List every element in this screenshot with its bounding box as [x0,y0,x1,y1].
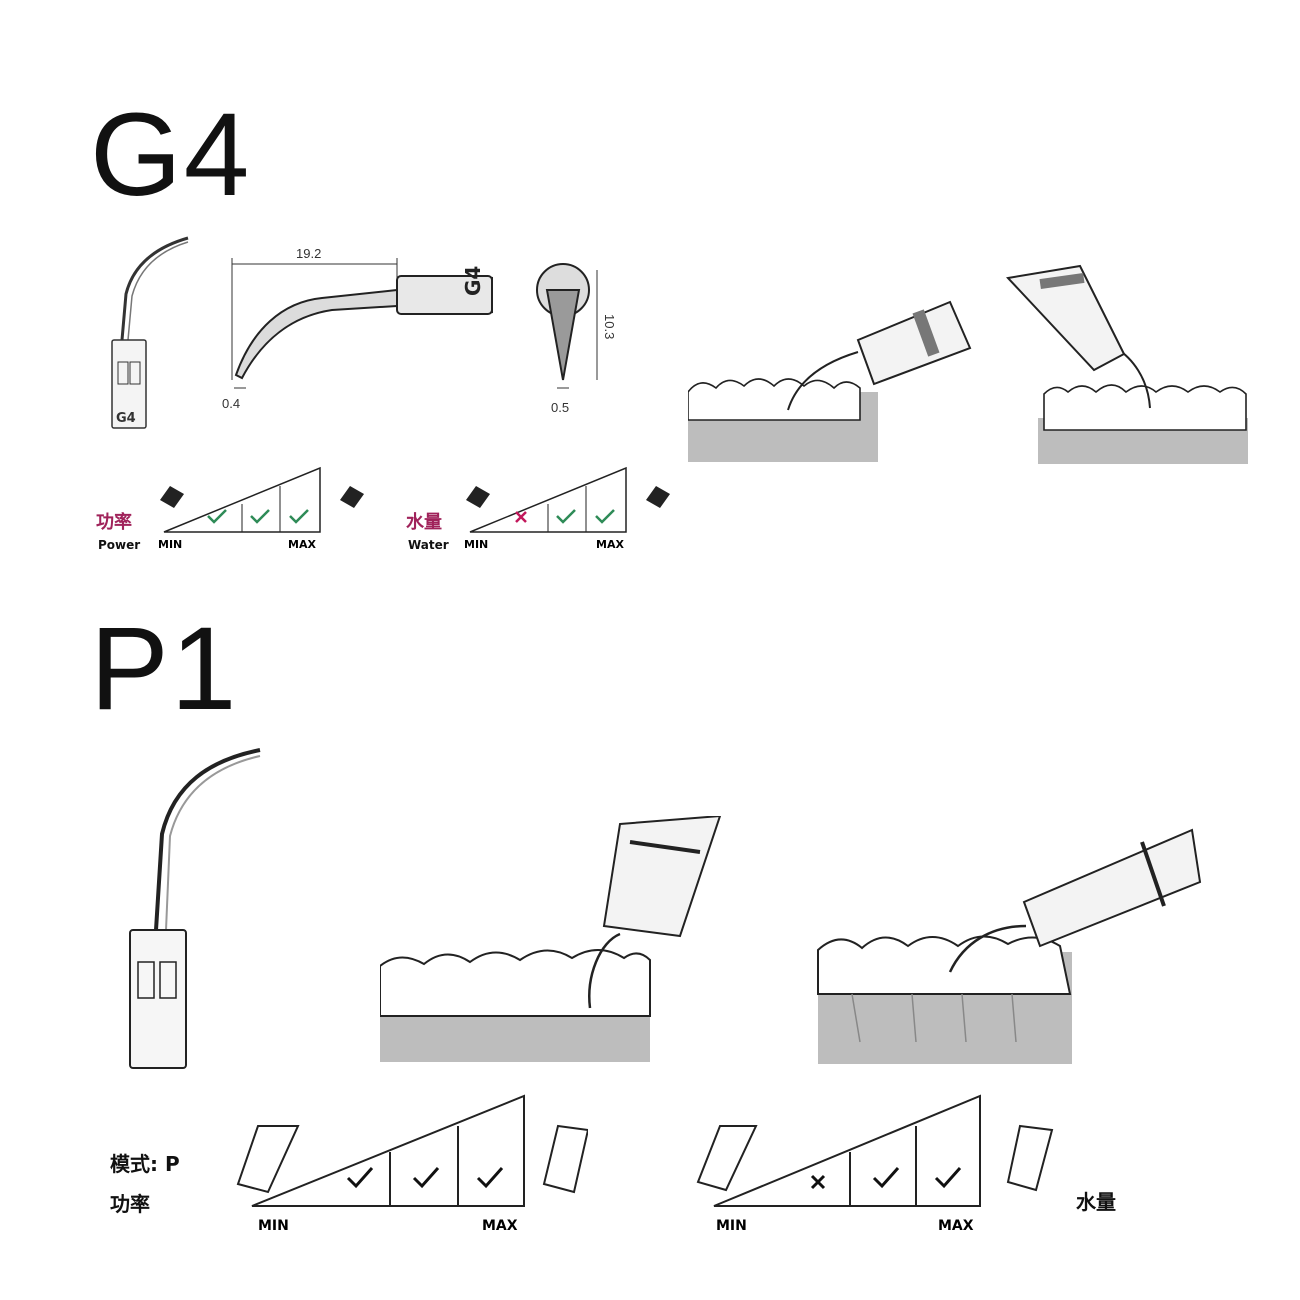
g4-dimension-drawing: 19.2 G4 0.4 [222,246,493,411]
g4-length-label: 19.2 [296,246,321,261]
p1-water-check-2 [872,1167,900,1189]
p1-power-check-1 [346,1167,374,1189]
p1-mode-label: 模式: P [110,1152,180,1176]
p1-water-min: MIN [716,1218,747,1234]
p1-usage-illustration-1 [380,816,722,1062]
g4-power-check-1 [207,509,227,524]
g4-power-check-3 [289,509,309,524]
g4-tip-illustration: G4 [111,236,189,429]
g4-tip-width-label: 0.4 [222,396,240,411]
g4-power-min: MIN [158,538,182,551]
p1-water-check-3 [934,1167,962,1189]
g4-title: G4 [90,89,252,221]
p1-power-max: MAX [482,1218,518,1234]
p1-power-check-3 [476,1167,504,1189]
p1-power-scale: MIN MAX [236,1094,588,1234]
p1-title: P1 [90,603,239,735]
g4-power-label-en: Power [98,538,141,552]
g4-water-cross-1 [515,511,527,523]
svg-text:G4: G4 [461,266,485,296]
g4-power-max: MAX [288,538,316,551]
p1-power-min: MIN [258,1218,289,1234]
g4-front-width-label: 0.5 [551,400,569,415]
g4-tip-label: G4 [116,411,136,426]
g4-water-check-3 [595,509,615,524]
p1-usage-illustration-2 [817,828,1202,1064]
p1-water-label: 水量 [1076,1190,1116,1214]
g4-power-check-2 [250,509,270,524]
p1-water-scale: MIN MAX [696,1094,1054,1234]
p1-water-max: MAX [938,1218,974,1234]
g4-water-scale: MIN MAX [464,466,670,551]
g4-water-label-en: Water [408,538,449,552]
g4-water-max: MAX [596,538,624,551]
g4-power-label-cn: 功率 [96,512,132,533]
g4-water-check-2 [556,509,576,524]
g4-front-view: 10.3 0.5 [536,263,617,415]
p1-power-label: 功率 [110,1192,150,1216]
g4-water-label-cn: 水量 [406,512,442,533]
g4-water-min: MIN [464,538,488,551]
g4-height-label: 10.3 [602,314,617,339]
p1-power-check-2 [412,1167,440,1189]
g4-power-scale: check MIN MAX [158,466,364,551]
p1-tip-illustration [129,748,261,1069]
g4-usage-illustration-1 [688,300,972,462]
p1-water-cross-1 [810,1174,826,1190]
g4-usage-illustration-2 [1005,264,1248,464]
